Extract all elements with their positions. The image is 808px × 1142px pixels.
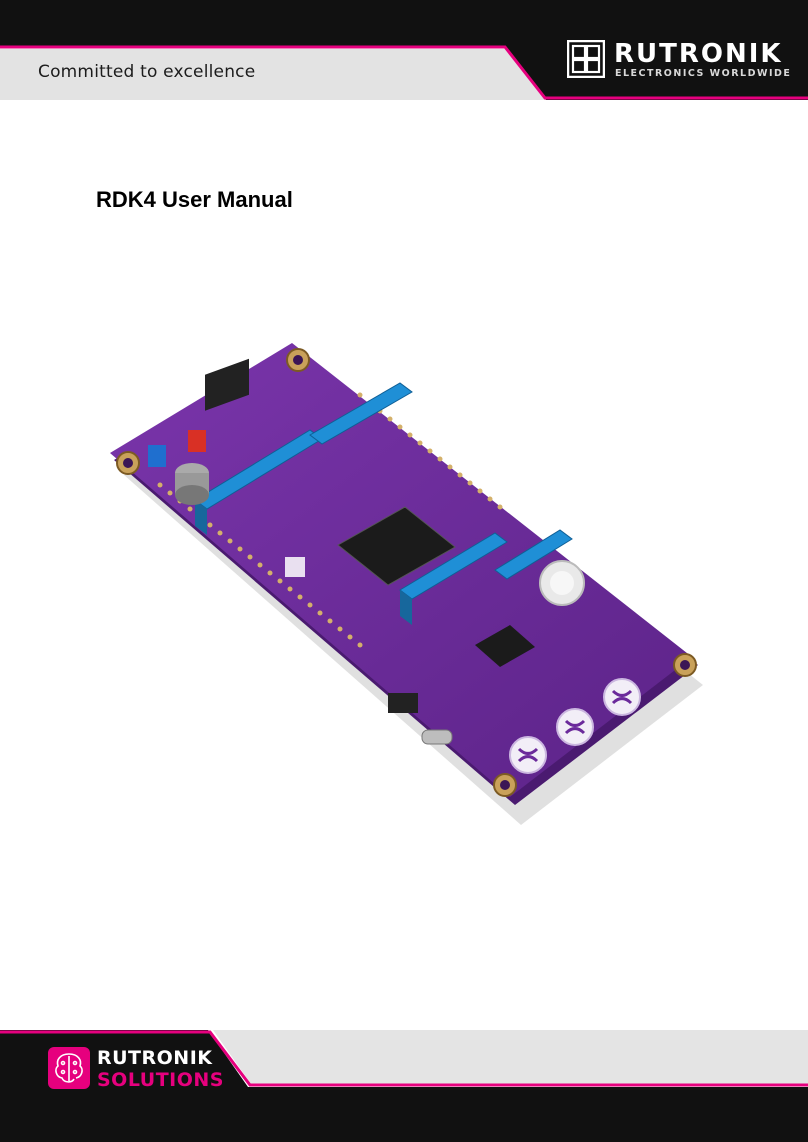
tagline: Committed to excellence <box>38 62 256 82</box>
brand-subtitle: ELECTRONICS WORLDWIDE <box>615 68 792 79</box>
footer-banner <box>0 1030 808 1142</box>
page-title: RDK4 User Manual <box>96 187 293 212</box>
header-banner <box>0 0 808 100</box>
solutions-brain-icon <box>48 1047 90 1089</box>
rutronik-logo-icon <box>567 40 605 78</box>
brand-name: RUTRONIK <box>614 39 783 69</box>
board-photo <box>110 343 703 825</box>
footer-brand-subtitle: SOLUTIONS <box>97 1069 224 1091</box>
footer-brand-name: RUTRONIK <box>97 1047 213 1069</box>
